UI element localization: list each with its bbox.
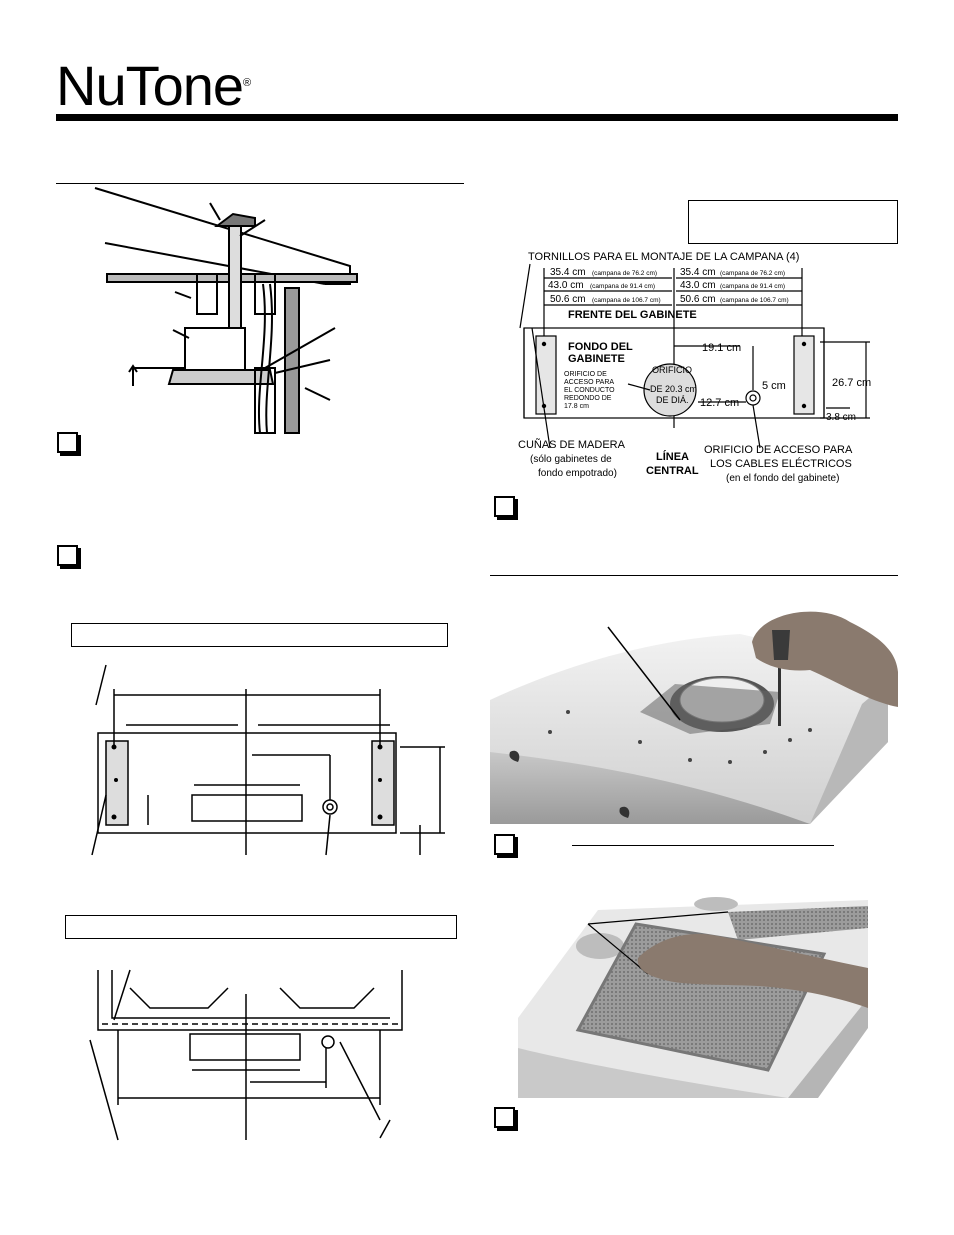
installation-cross-section	[94, 187, 358, 434]
dim-left-3-note: (campana de 106.7 cm)	[592, 297, 661, 304]
dim-right-2-note: (campana de 91.4 cm)	[720, 283, 785, 290]
elec-label-2: LOS CABLES ELÉCTRICOS	[710, 457, 852, 470]
section-rule-right	[490, 575, 898, 576]
dim-5: 5 cm	[762, 380, 786, 392]
diagram-label-box-1	[71, 623, 448, 647]
dim-left-3: 50.6 cm	[550, 294, 586, 305]
bottom-label-1: FONDO DEL	[568, 341, 633, 353]
hole-label-3: DE DIÁ.	[656, 395, 689, 405]
access-label-5: 17.8 cm	[564, 403, 589, 410]
access-label-3: EL CONDUCTO	[564, 387, 615, 394]
dim-right-3-note: (campana de 106.7 cm)	[720, 297, 789, 304]
dim-26-7: 26.7 cm	[832, 377, 871, 389]
note-box	[688, 200, 898, 244]
cabinet-front-diagram	[89, 969, 403, 1141]
mount-screws-label: TORNILLOS PARA EL MONTAJE DE LA CAMPANA …	[528, 251, 799, 263]
dim-right-3: 50.6 cm	[680, 294, 716, 305]
center-label-1: LÍNEA	[656, 450, 689, 463]
diagram-label-box-2	[65, 915, 457, 939]
photo-duct-collar	[490, 611, 898, 824]
photo-grease-filter	[518, 897, 868, 1098]
dim-right-2: 43.0 cm	[680, 280, 716, 291]
brand-logo: NuTone®	[56, 54, 251, 117]
dim-12-7: 12.7 cm	[700, 397, 739, 409]
cabinet-dimension-diagram: TORNILLOS PARA EL MONTAJE DE LA CAMPANA …	[518, 251, 871, 484]
step-checkbox-2[interactable]	[57, 545, 78, 566]
cabinet-bottom-diagram	[91, 664, 445, 856]
access-label-4: REDONDO DE	[564, 395, 612, 402]
access-label-2: ACCESO PARA	[564, 379, 614, 386]
center-label-2: CENTRAL	[646, 465, 699, 477]
elec-label-3: (en el fondo del gabinete)	[726, 473, 839, 484]
dim-right-1-note: (campana de 76.2 cm)	[720, 270, 785, 277]
step-checkbox-1[interactable]	[57, 432, 78, 453]
step-checkbox-3[interactable]	[494, 496, 515, 517]
section-rule-left	[56, 183, 464, 184]
front-label: FRENTE DEL GABINETE	[568, 309, 697, 321]
dim-left-2: 43.0 cm	[548, 280, 584, 291]
dim-19-1: 19.1 cm	[702, 342, 741, 354]
step-underline	[572, 845, 834, 846]
elec-label-1: ORIFICIO DE ACCESO PARA	[704, 444, 853, 456]
step-checkbox-4[interactable]	[494, 834, 515, 855]
bottom-label-2: GABINETE	[568, 353, 625, 365]
header-rule	[56, 114, 898, 121]
wedges-label-3: fondo empotrado)	[538, 468, 617, 479]
dim-right-1: 35.4 cm	[680, 267, 716, 278]
hole-label-1: ORIFICIO	[652, 365, 692, 375]
wedges-label-2: (sólo gabinetes de	[530, 454, 612, 465]
hole-label-2: DE 20.3 cm	[650, 384, 697, 394]
step-checkbox-5[interactable]	[494, 1107, 515, 1128]
dim-left-1-note: (campana de 76.2 cm)	[592, 270, 657, 277]
access-label-1: ORIFICIO DE	[564, 371, 607, 378]
dim-left-1: 35.4 cm	[550, 267, 586, 278]
dim-3-8: 3.8 cm	[826, 412, 856, 423]
dim-left-2-note: (campana de 91.4 cm)	[590, 283, 655, 290]
wedges-label-1: CUÑAS DE MADERA	[518, 438, 626, 451]
